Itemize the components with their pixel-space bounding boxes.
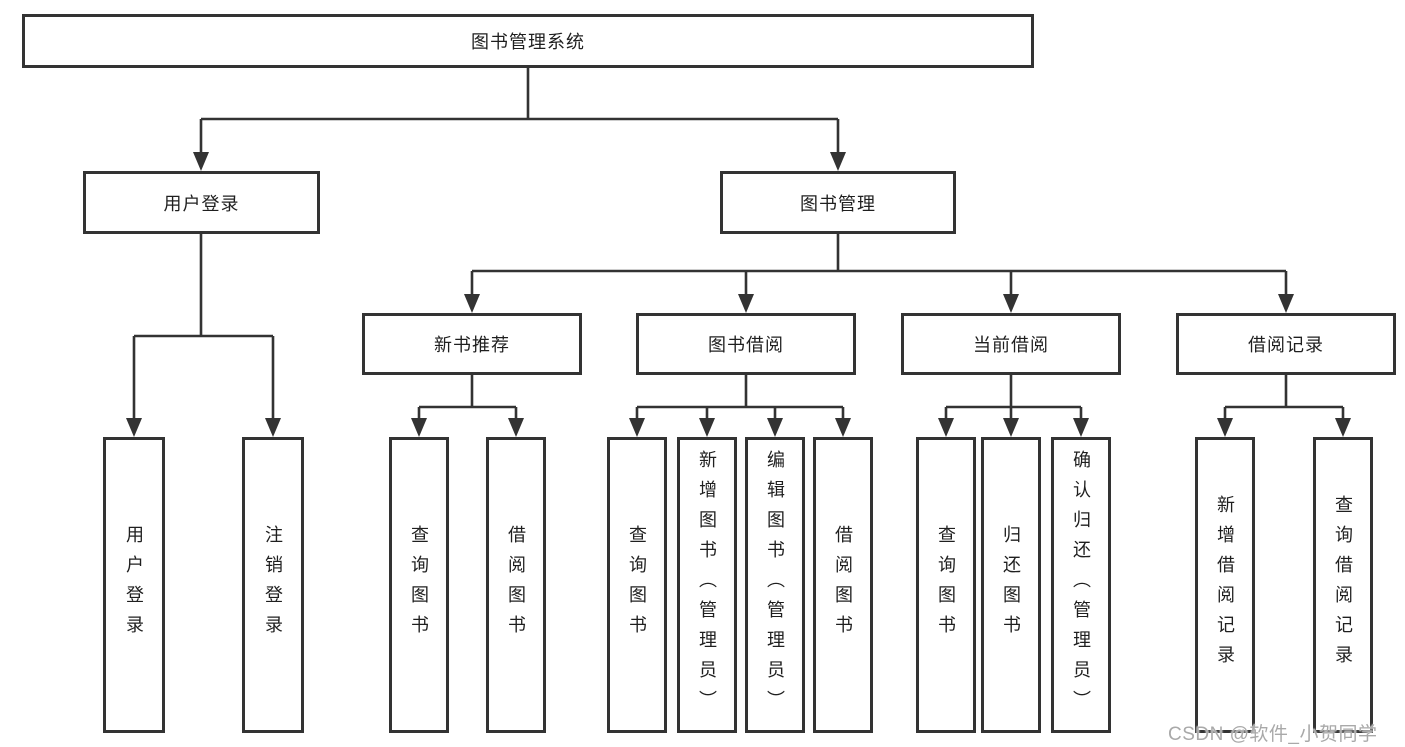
node-current-borrowing: 当前借阅 <box>901 313 1121 375</box>
leaf-logout-login: 注销登录 <box>242 437 304 733</box>
node-new-book-recommendation: 新书推荐 <box>362 313 582 375</box>
leaf-br-add-borrow-record: 新增借阅记录 <box>1195 437 1255 733</box>
leaf-cb-query-books: 查询图书 <box>916 437 976 733</box>
node-library-management-system: 图书管理系统 <box>22 14 1034 68</box>
leaf-br-query-borrow-record: 查询借阅记录 <box>1313 437 1373 733</box>
leaf-bb-borrow-books: 借阅图书 <box>813 437 873 733</box>
csdn-watermark: CSDN @软件_小贺同学 <box>1168 724 1378 745</box>
node-borrowing-records: 借阅记录 <box>1176 313 1396 375</box>
node-user-login: 用户登录 <box>83 171 320 234</box>
leaf-bb-query-books: 查询图书 <box>607 437 667 733</box>
node-book-management: 图书管理 <box>720 171 956 234</box>
leaf-cb-return-books: 归还图书 <box>981 437 1041 733</box>
leaf-cb-confirm-return-admin: 确认归还（管理员） <box>1051 437 1111 733</box>
leaf-bb-add-books-admin: 新增图书（管理员） <box>677 437 737 733</box>
leaf-bb-edit-books-admin: 编辑图书（管理员） <box>745 437 805 733</box>
leaf-nb-query-books: 查询图书 <box>389 437 449 733</box>
leaf-user-login: 用户登录 <box>103 437 165 733</box>
leaf-nb-borrow-books: 借阅图书 <box>486 437 546 733</box>
node-book-borrowing: 图书借阅 <box>636 313 856 375</box>
